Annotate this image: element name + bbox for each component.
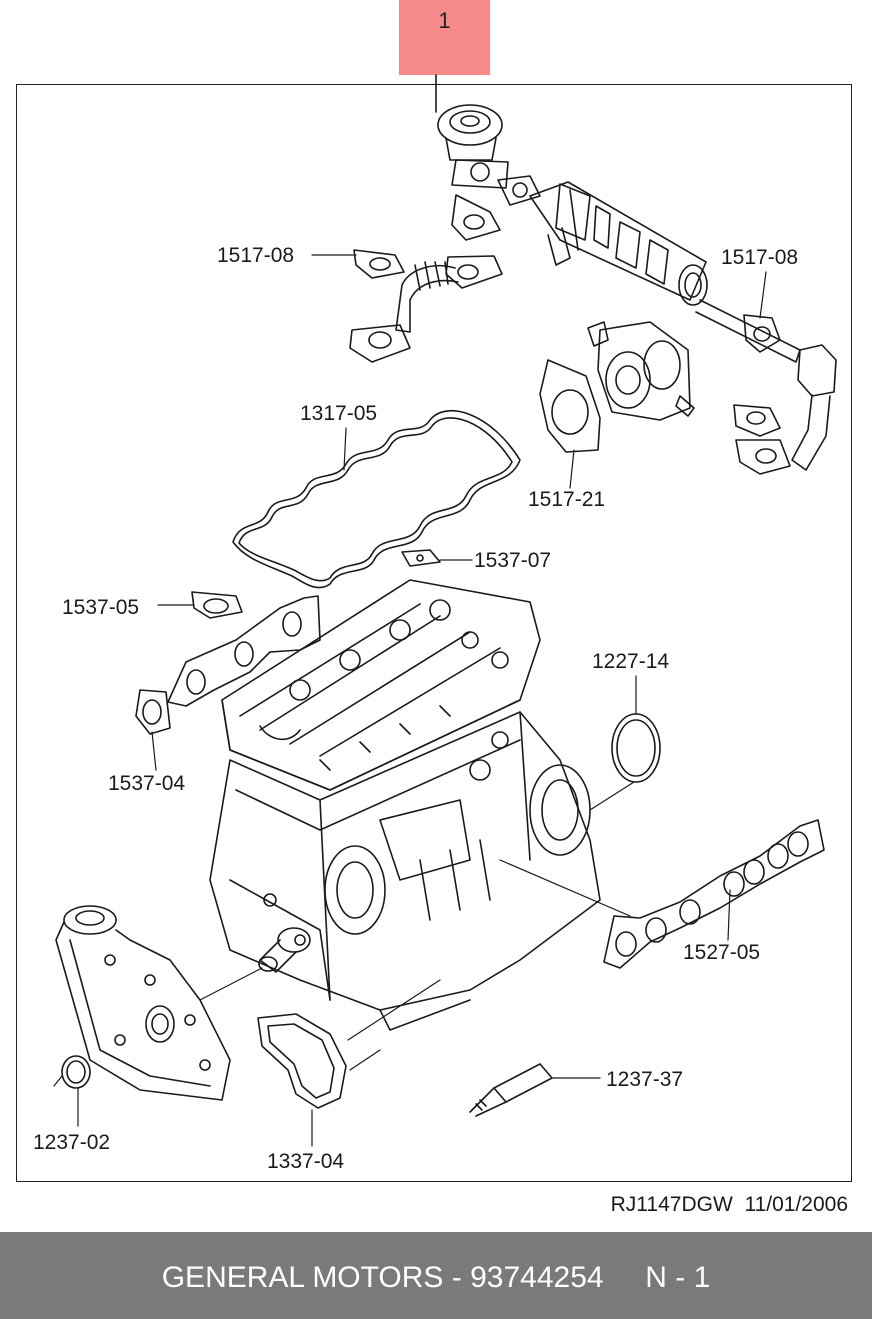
label-egr-gasket-left: 1517-08: [217, 244, 295, 267]
sealant-tube-drawing: [469, 1063, 553, 1117]
engine-block-drawing: [209, 711, 601, 1031]
manifold-gasket-drawing: [603, 819, 825, 969]
caption-text: GENERAL MOTORS - 93744254 N - 1: [161, 1261, 711, 1294]
vacuum-pump-drawing: [587, 321, 695, 421]
egr-pipe-right: [695, 299, 837, 475]
drawing-date: 11/01/2006: [744, 1193, 848, 1216]
label-manifold-gasket: 1527-05: [683, 941, 761, 964]
label-head-cover-gasket: 1317-05: [300, 402, 378, 425]
oil-pump-cover-drawing: [55, 905, 231, 1101]
drawing-code: RJ1147DGW 11/01/2006: [611, 1193, 848, 1217]
reference-number: 1: [438, 8, 451, 33]
head-cover-gasket: [232, 410, 521, 589]
front-oil-seal-drawing: [61, 1055, 91, 1089]
egr-gaskets-left: [353, 194, 503, 289]
egr-valve-drawing: [437, 104, 541, 206]
exploded-parts-drawing: [53, 74, 837, 1147]
water-pump-gasket-drawing: [257, 1013, 347, 1109]
cylinder-head-drawing: [221, 579, 541, 791]
vacuum-pump-gasket: [539, 359, 601, 453]
small-gasket-drawing: [401, 549, 441, 567]
crankshaft-front-drawing: [258, 927, 311, 973]
label-rear-oil-seal: 1227-14: [592, 650, 670, 673]
egr-pipe-left: [349, 261, 459, 363]
label-sealant-tube: 1237-37: [606, 1068, 684, 1091]
label-gasket-1537-05: 1537-05: [62, 596, 140, 619]
egr-cooler-drawing: [529, 181, 708, 306]
label-front-oil-seal: 1237-02: [33, 1131, 111, 1154]
reference-highlight-box: [399, 0, 490, 75]
label-vacuum-pump-gasket: 1517-21: [528, 488, 606, 511]
label-egr-gasket-right: 1517-08: [721, 246, 799, 269]
label-gasket-1537-04: 1537-04: [108, 772, 186, 795]
label-small-gasket: 1537-07: [474, 549, 552, 572]
diagram-frame: [16, 84, 852, 1182]
leader-lines: [53, 254, 767, 1147]
caption-bar: [0, 1232, 872, 1319]
rear-oil-seal-drawing: [611, 713, 661, 783]
label-water-pump-gasket: 1337-04: [267, 1150, 345, 1173]
port-gaskets-row: [135, 591, 321, 735]
drawing-code-id: RJ1147DGW: [610, 1193, 733, 1216]
